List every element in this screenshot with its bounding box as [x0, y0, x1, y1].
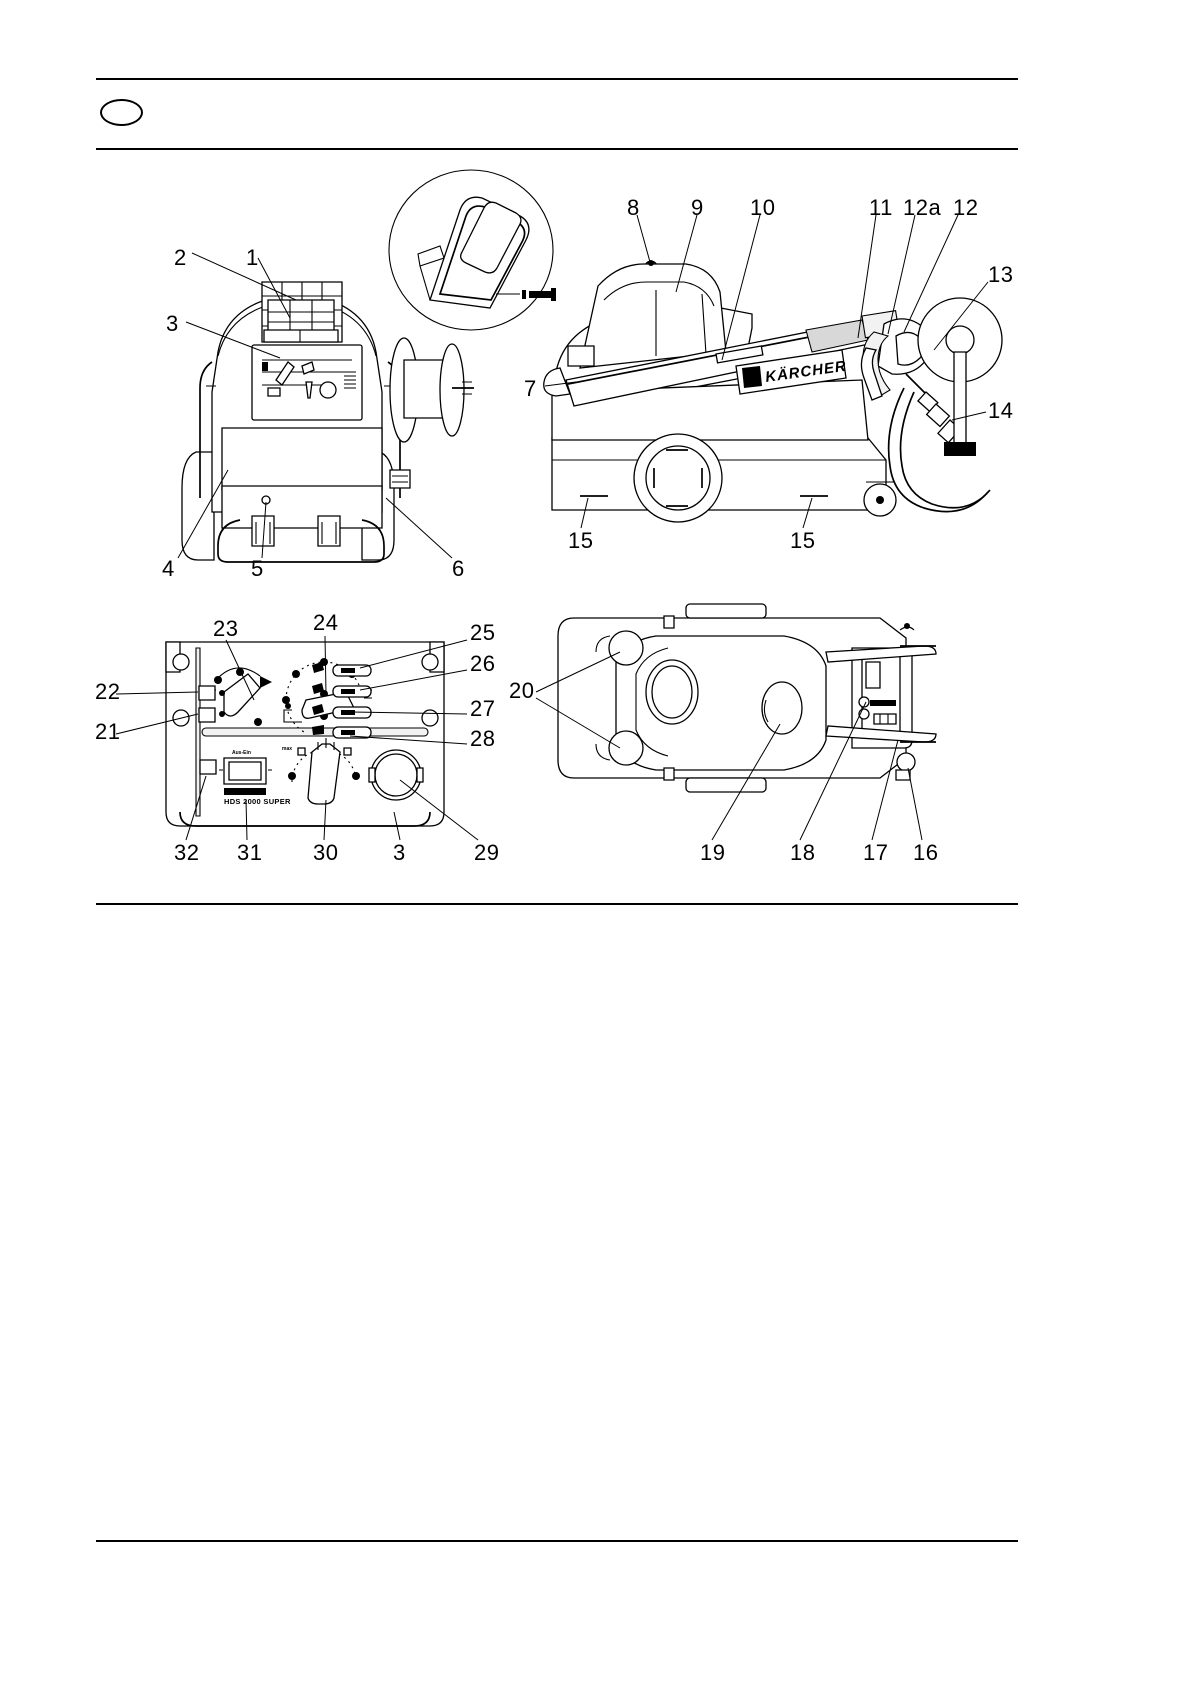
- callout-17: 17: [863, 840, 889, 865]
- callout-16: 16: [913, 840, 939, 865]
- callout-13: 13: [988, 262, 1014, 287]
- callout-3: 3: [166, 311, 179, 336]
- callout-8: 8: [627, 195, 640, 220]
- top-view-leaders: [536, 652, 922, 840]
- svg-text:Aus-Ein: Aus-Ein: [232, 750, 251, 756]
- callout-12: 12: [953, 195, 979, 220]
- model-label-text: HDS 2000 SUPER: [224, 797, 291, 806]
- callout-1: 1: [246, 245, 259, 270]
- side-view-leaders: [545, 215, 988, 528]
- figures-rule: [96, 903, 1018, 905]
- callout-27: 27: [470, 696, 496, 721]
- callout-14: 14: [988, 398, 1014, 423]
- detail-inset-drawing: [389, 170, 556, 330]
- callout-32: 32: [174, 840, 200, 865]
- callout-23: 23: [213, 616, 239, 641]
- callout-24: 24: [313, 610, 339, 635]
- callout-30: 30: [313, 840, 339, 865]
- control-panel-leaders: [116, 636, 478, 840]
- callout-12a: 12a: [903, 195, 942, 220]
- footer-rule: [96, 1540, 1018, 1542]
- callout-6: 6: [452, 556, 465, 581]
- header-rule-bottom: [96, 148, 1018, 150]
- callout-28: 28: [470, 726, 496, 751]
- callout-7: 7: [524, 376, 537, 401]
- side-view-drawing: KÄRCHER: [544, 260, 1002, 522]
- callout-2: 2: [174, 245, 187, 270]
- front-view-leaders: [178, 253, 452, 558]
- callout-31: 31: [237, 840, 263, 865]
- header-rule-top: [96, 78, 1018, 80]
- callout-29: 29: [474, 840, 500, 865]
- pressure-knob: max: [282, 738, 360, 804]
- svg-text:max: max: [282, 746, 292, 752]
- callout-5: 5: [251, 556, 264, 581]
- callout-18: 18: [790, 840, 816, 865]
- callout-20: 20: [509, 678, 535, 703]
- control-panel-drawing: HDS 2000 SUPER Aus-Ein max: [166, 642, 444, 826]
- callout-22: 22: [95, 679, 121, 704]
- callout-19: 19: [700, 840, 726, 865]
- callout-10: 10: [750, 195, 776, 220]
- callout-15-left: 15: [568, 528, 594, 553]
- callout-11: 11: [869, 195, 893, 220]
- top-view-drawing: [558, 604, 936, 792]
- display-window: HDS 2000 SUPER Aus-Ein: [219, 750, 291, 806]
- callout-3-panel: 3: [393, 840, 406, 865]
- callout-4: 4: [162, 556, 175, 581]
- language-badge: [100, 99, 143, 126]
- front-view-drawing: [182, 282, 474, 562]
- callout-26: 26: [470, 651, 496, 676]
- callout-25: 25: [470, 620, 496, 645]
- callout-15-right: 15: [790, 528, 816, 553]
- callout-21: 21: [95, 719, 121, 744]
- callout-9: 9: [691, 195, 704, 220]
